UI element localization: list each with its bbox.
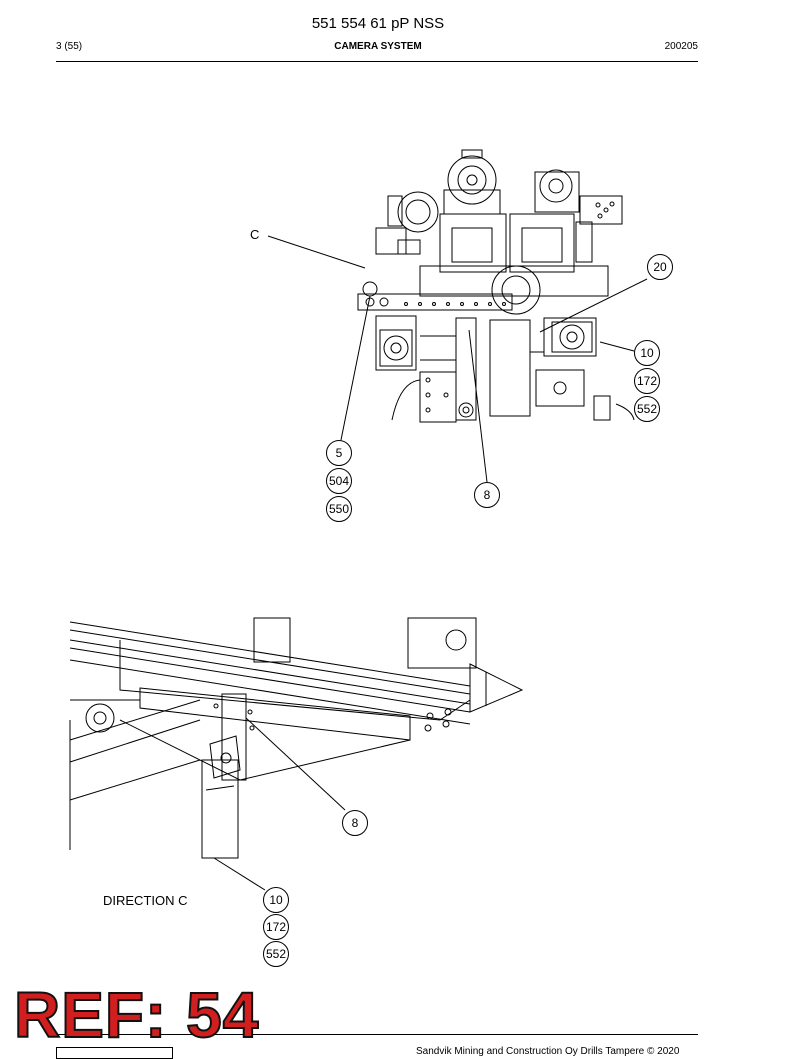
top-assembly-view	[357, 149, 635, 423]
callout-504: 504	[326, 468, 352, 494]
document-title: 551 554 61 pP NSS	[311, 15, 445, 32]
top-leader-lines	[267, 235, 648, 483]
callout-10: 10	[634, 340, 660, 366]
callout-172: 172	[634, 368, 660, 394]
footer-rule	[56, 1034, 698, 1035]
bottom-leader-lines	[213, 717, 346, 891]
callout-552: 552	[634, 396, 660, 422]
header-rule	[56, 61, 698, 62]
callout-8: 8	[474, 482, 500, 508]
section-title: CAMERA SYSTEM	[334, 41, 422, 52]
document-date: 200205	[664, 41, 698, 52]
page-number: 3 (55)	[56, 41, 83, 52]
callout-5: 5	[326, 440, 352, 466]
footer-copyright: Sandvik Mining and Construction Oy Drill…	[416, 1046, 680, 1057]
view-c-label: C	[250, 227, 260, 242]
callout-552: 552	[263, 941, 289, 967]
callout-172: 172	[263, 914, 289, 940]
callout-8: 8	[342, 810, 368, 836]
callout-20: 20	[647, 254, 673, 280]
bottom-isometric-view	[69, 617, 524, 859]
callout-10: 10	[263, 887, 289, 913]
callout-550: 550	[326, 496, 352, 522]
direction-c-label: DIRECTION C	[103, 893, 188, 908]
reference-stamp: REF: 54	[13, 979, 260, 1051]
